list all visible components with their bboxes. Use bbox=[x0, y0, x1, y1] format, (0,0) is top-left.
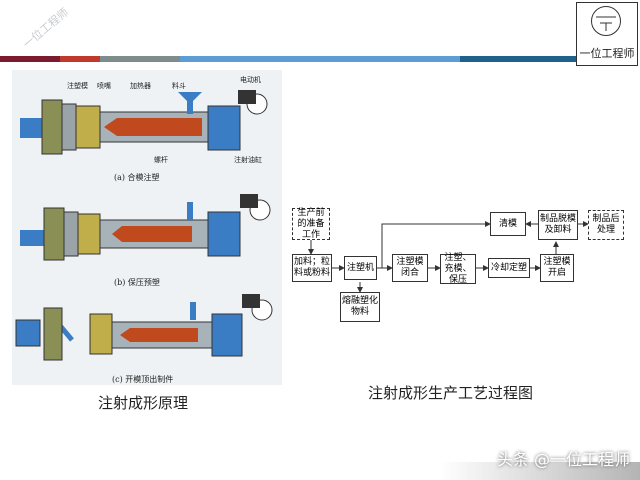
label-motor: 电动机 bbox=[240, 75, 261, 84]
label-nozzle: 喷嘴 bbox=[97, 81, 111, 90]
side-watermark: 一位工程师 bbox=[20, 5, 72, 52]
stage-b-machine bbox=[20, 194, 271, 261]
bar-segment-red bbox=[60, 56, 100, 62]
node-cool: 冷却定塑 bbox=[488, 258, 530, 278]
stage-c-machine bbox=[15, 294, 273, 361]
node-inject: 注塑、充模、保压 bbox=[440, 253, 476, 285]
footer-watermark: 头条 @一位工程师 bbox=[496, 450, 630, 469]
node-machine: 注塑机 bbox=[344, 256, 377, 280]
label-hopper: 料斗 bbox=[172, 81, 186, 90]
node-close: 注塑模闭合 bbox=[392, 254, 428, 282]
node-feed: 加料；粒料或粉料 bbox=[292, 254, 332, 282]
injection-principle-diagram: 注塑模 喷嘴 加热器 料斗 电动机 螺杆 注射油缸 bbox=[12, 70, 282, 385]
node-clean: 清模 bbox=[490, 212, 526, 236]
node-melt: 熔融塑化物料 bbox=[340, 292, 380, 322]
logo-circle-icon bbox=[591, 6, 621, 36]
label-screw: 螺杆 bbox=[154, 155, 168, 164]
stage-b-caption: (b) 保压预塑 bbox=[114, 278, 160, 287]
flow-chart-title: 注射成形生产工艺过程图 bbox=[368, 384, 534, 402]
watermark-shade bbox=[440, 462, 640, 480]
node-open: 注塑模开启 bbox=[540, 254, 574, 282]
label-cylinder: 注射油缸 bbox=[234, 155, 262, 164]
bar-segment-dark-blue bbox=[460, 56, 576, 62]
machine-illustration: 注塑模 喷嘴 加热器 料斗 电动机 螺杆 注射油缸 bbox=[15, 75, 273, 361]
stage-c-caption: (c) 开模顶出制件 bbox=[112, 375, 174, 384]
bar-segment-gray bbox=[100, 56, 180, 62]
node-prep: 生产前的准备工作 bbox=[292, 208, 330, 240]
brand-logo: 一位工程师 bbox=[576, 2, 638, 66]
bar-segment-blue bbox=[180, 56, 460, 62]
node-post: 制品后处理 bbox=[588, 210, 624, 240]
stage-a-machine bbox=[20, 90, 268, 155]
left-diagram-title: 注射成形原理 bbox=[98, 394, 189, 412]
label-mold: 注塑模 bbox=[67, 81, 88, 90]
process-flow-chart: 生产前的准备工作 加料；粒料或粉料 注塑机 熔融塑化物料 注塑模闭合 注塑、充模… bbox=[290, 200, 628, 335]
stage-a-caption: (a) 合模注塑 bbox=[114, 173, 160, 182]
node-demold: 制品脱模及卸料 bbox=[538, 210, 578, 240]
label-heater: 加热器 bbox=[130, 81, 151, 90]
flow-connectors bbox=[308, 221, 589, 293]
bar-segment-maroon bbox=[0, 56, 60, 62]
logo-caption: 一位工程师 bbox=[579, 47, 635, 60]
